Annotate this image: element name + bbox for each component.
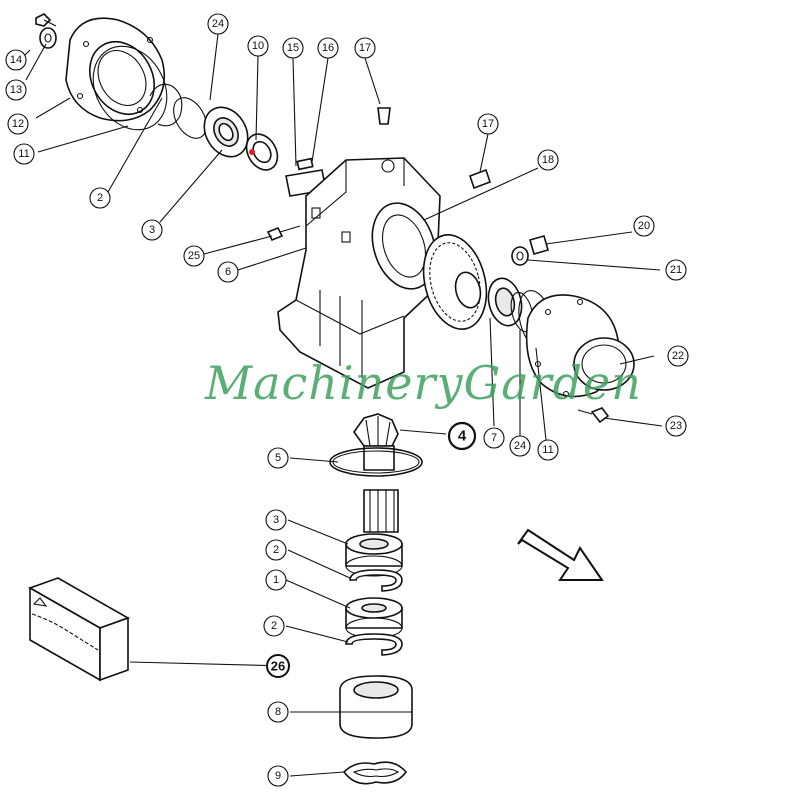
callout-18: 18 bbox=[537, 149, 559, 171]
watermark-text: MachineryGarden bbox=[205, 356, 642, 410]
callout-25: 25 bbox=[183, 245, 205, 267]
callout-3-label: 3 bbox=[149, 224, 155, 236]
breather-20 bbox=[529, 235, 549, 255]
flange-cover-12 bbox=[65, 17, 166, 122]
callout-12-label: 12 bbox=[12, 118, 24, 130]
callout-15: 15 bbox=[282, 37, 304, 59]
gearbox-housing-6 bbox=[277, 157, 441, 389]
callout-4: 4 bbox=[447, 421, 477, 451]
callout-7: 7 bbox=[483, 427, 505, 449]
circlip-2-lower bbox=[345, 633, 403, 656]
callout-25-label: 25 bbox=[188, 250, 200, 262]
callout-9-label: 9 bbox=[275, 770, 281, 782]
callout-17-upper-label: 17 bbox=[359, 42, 371, 54]
crown-gear-4 bbox=[422, 234, 488, 330]
callout-3-lower-label: 3 bbox=[273, 514, 279, 526]
callout-10-label: 10 bbox=[252, 40, 264, 52]
leader-lines bbox=[21, 33, 663, 777]
circlip-2-upper bbox=[349, 569, 403, 592]
callout-10: 10 bbox=[247, 35, 269, 57]
bolt-23 bbox=[577, 407, 610, 424]
callout-2: 2 bbox=[89, 187, 111, 209]
plug-17-upper bbox=[377, 107, 391, 125]
callout-8: 8 bbox=[267, 701, 289, 723]
o-ring-11 bbox=[92, 45, 168, 131]
shim-24 bbox=[173, 97, 207, 139]
callout-24: 24 bbox=[207, 13, 229, 35]
seal-10 bbox=[245, 133, 279, 171]
callout-2-lower-label: 2 bbox=[271, 620, 277, 632]
callout-2-label: 2 bbox=[97, 192, 103, 204]
callout-18-label: 18 bbox=[542, 154, 554, 166]
callout-16-label: 16 bbox=[322, 42, 334, 54]
pinion-gear bbox=[353, 413, 399, 471]
flange-cover-22 bbox=[525, 294, 635, 398]
callout-5: 5 bbox=[267, 447, 289, 469]
bolt-14 bbox=[35, 13, 57, 27]
plug-17-lower bbox=[468, 168, 492, 190]
callout-3: 3 bbox=[141, 219, 163, 241]
callout-26: 26 bbox=[266, 654, 290, 678]
grease-package-26 bbox=[28, 577, 130, 682]
callout-5-label: 5 bbox=[275, 452, 281, 464]
callout-22-label: 22 bbox=[672, 350, 684, 362]
callout-11-right-label: 11 bbox=[542, 444, 553, 456]
highlight-marker bbox=[249, 149, 255, 155]
callout-14-label: 14 bbox=[10, 54, 22, 66]
adapter-9 bbox=[342, 761, 408, 785]
bearing-1 bbox=[345, 597, 403, 639]
callout-11-label: 11 bbox=[18, 148, 29, 160]
callout-24-right-label: 24 bbox=[514, 440, 526, 452]
callout-2-upper: 2 bbox=[265, 539, 287, 561]
callout-24-right: 24 bbox=[509, 435, 531, 457]
callout-21: 21 bbox=[665, 259, 687, 281]
callout-2-upper-label: 2 bbox=[273, 544, 279, 556]
callout-9: 9 bbox=[267, 765, 289, 787]
callout-1-label: 1 bbox=[273, 574, 279, 586]
callout-11-right: 11 bbox=[537, 439, 559, 461]
callout-4-label: 4 bbox=[458, 428, 467, 445]
callout-23-label: 23 bbox=[670, 420, 682, 432]
callout-8-label: 8 bbox=[275, 706, 281, 718]
callout-14: 14 bbox=[5, 49, 27, 71]
callout-13-label: 13 bbox=[10, 84, 22, 96]
callout-17-lower-label: 17 bbox=[482, 118, 494, 130]
callout-6: 6 bbox=[217, 261, 239, 283]
callout-2-lower: 2 bbox=[263, 615, 285, 637]
callout-11: 11 bbox=[13, 143, 35, 165]
callout-20-label: 20 bbox=[638, 220, 650, 232]
callout-6-label: 6 bbox=[225, 266, 231, 278]
bearing-3-lower bbox=[345, 533, 403, 577]
bearing-7 bbox=[487, 277, 523, 327]
callout-23: 23 bbox=[665, 415, 687, 437]
callout-16: 16 bbox=[317, 37, 339, 59]
washer-13 bbox=[39, 27, 57, 49]
callout-26-label: 26 bbox=[271, 659, 285, 674]
bearing-3 bbox=[203, 106, 249, 158]
callout-22: 22 bbox=[667, 345, 689, 367]
direction-arrow bbox=[517, 528, 604, 581]
washer-21 bbox=[511, 246, 529, 266]
output-shaft bbox=[363, 489, 399, 533]
callout-3-lower: 3 bbox=[265, 509, 287, 531]
bolt-25 bbox=[266, 225, 301, 242]
callout-17-upper: 17 bbox=[354, 37, 376, 59]
callout-21-label: 21 bbox=[670, 264, 682, 276]
callout-17-lower: 17 bbox=[477, 113, 499, 135]
callout-24-label: 24 bbox=[212, 18, 224, 30]
callout-1: 1 bbox=[265, 569, 287, 591]
coupling-8 bbox=[339, 675, 413, 739]
callout-13: 13 bbox=[5, 79, 27, 101]
callout-12: 12 bbox=[7, 113, 29, 135]
callout-7-label: 7 bbox=[491, 432, 497, 444]
callout-20: 20 bbox=[633, 215, 655, 237]
callout-15-label: 15 bbox=[287, 42, 299, 54]
